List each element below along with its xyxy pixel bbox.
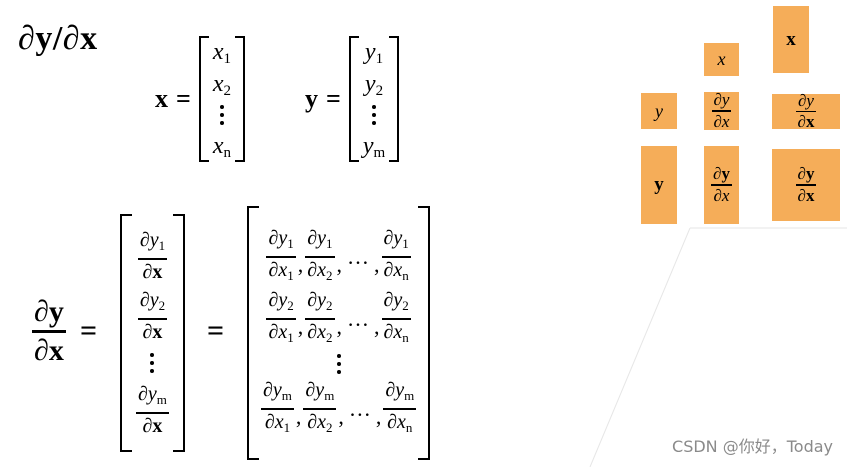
title-x: x [80,20,98,57]
vector-x-entry: x1 [212,39,231,67]
grid-cell-vector-vector: ∂y∂x [772,149,840,221]
vector-y-entry: y1 [364,39,384,67]
comma: , [374,314,380,339]
comma: , [336,252,343,277]
vector-y-definition: y = y1 y2 ym [305,36,400,162]
vector-y-entry: ym [362,133,386,161]
matrix-entry: ∂ym∂x1 [261,379,294,435]
comma: , [374,252,380,277]
jacobian-lhs: ∂y ∂x [32,295,66,367]
comma: , [297,314,304,339]
vector-x-entry: x2 [212,71,231,99]
matrix-entry: ∂ym∂xn [383,379,417,435]
vector-x-bracket: x1 x2 xn [198,36,245,162]
grid-col-header-scalar-x: x [704,43,739,76]
grid-cell-scalar-scalar: ∂y∂x [704,90,739,131]
grid-row-header-scalar-y: y [641,93,677,129]
vertical-dots [336,350,341,378]
partial-symbol: ∂ [18,20,36,57]
partial-symbol: ∂ [62,20,81,57]
jacobian-matrix: ∂y1∂x1,∂y1∂x2,…,∂y1∂xn∂y2∂x1,∂y2∂x2,…,∂y… [247,206,431,460]
comma: , [375,404,382,429]
matrix-entry: ∂y1∂xn [381,227,411,283]
matrix-entry: ∂ym∂x2 [303,379,337,435]
comma: , [338,404,344,429]
grid-col-header-vector-x: x [773,6,809,73]
horizontal-ellipsis: … [348,396,371,421]
vector-y-label: y [305,84,318,113]
matrix-row: ∂ym∂x1,∂ym∂x2,…,∂ym∂xn [261,378,417,440]
middle-entry: ∂ym ∂x [136,383,169,437]
vertical-dots [150,348,155,378]
matrix-entry: ∂y1∂x2 [305,227,335,283]
comma: , [295,404,302,429]
equals-sign: = [326,84,341,113]
matrix-entry: ∂y2∂xn [381,289,411,345]
matrix-row: ∂y1∂x1,∂y1∂x2,…,∂y1∂xn [266,226,411,288]
middle-entry: ∂y1 ∂x [137,229,168,283]
title-slash: / [52,20,63,57]
equals-sign: = [80,314,98,347]
title-y: y [35,20,53,57]
watermark: CSDN @你好，Today [672,437,833,456]
vector-x-entry: xn [212,133,231,161]
comma: , [336,314,343,339]
matrix-entry: ∂y1∂x1 [266,227,296,283]
middle-entry: ∂y2 ∂x [137,289,168,343]
matrix-entry: ∂y2∂x2 [305,289,335,345]
vector-x-definition: x = x1 x2 xn [155,36,245,162]
vector-y-bracket: y1 y2 ym [348,36,400,162]
page-title: ∂y/∂x [18,20,98,58]
vector-y-entry: y2 [364,71,384,99]
grid-cell-vector-scalar: ∂y∂x [704,146,739,224]
equals-sign: = [176,84,191,113]
grid-cell-scalar-vector: ∂y∂x [772,91,840,131]
vertical-dots [371,100,376,130]
jacobian-middle-column: ∂y1 ∂x ∂y2 ∂x ∂ym ∂x [120,214,185,452]
matrix-entry: ∂y2∂x1 [266,289,296,345]
equals-sign: = [207,314,225,347]
horizontal-ellipsis: … [347,244,369,269]
matrix-row: ∂y2∂x1,∂y2∂x2,…,∂y2∂xn [266,288,411,350]
vertical-dots [219,100,224,130]
comma: , [297,252,304,277]
vector-x-label: x [155,84,168,113]
horizontal-ellipsis: … [347,306,369,331]
grid-row-header-vector-y: y [641,146,677,224]
